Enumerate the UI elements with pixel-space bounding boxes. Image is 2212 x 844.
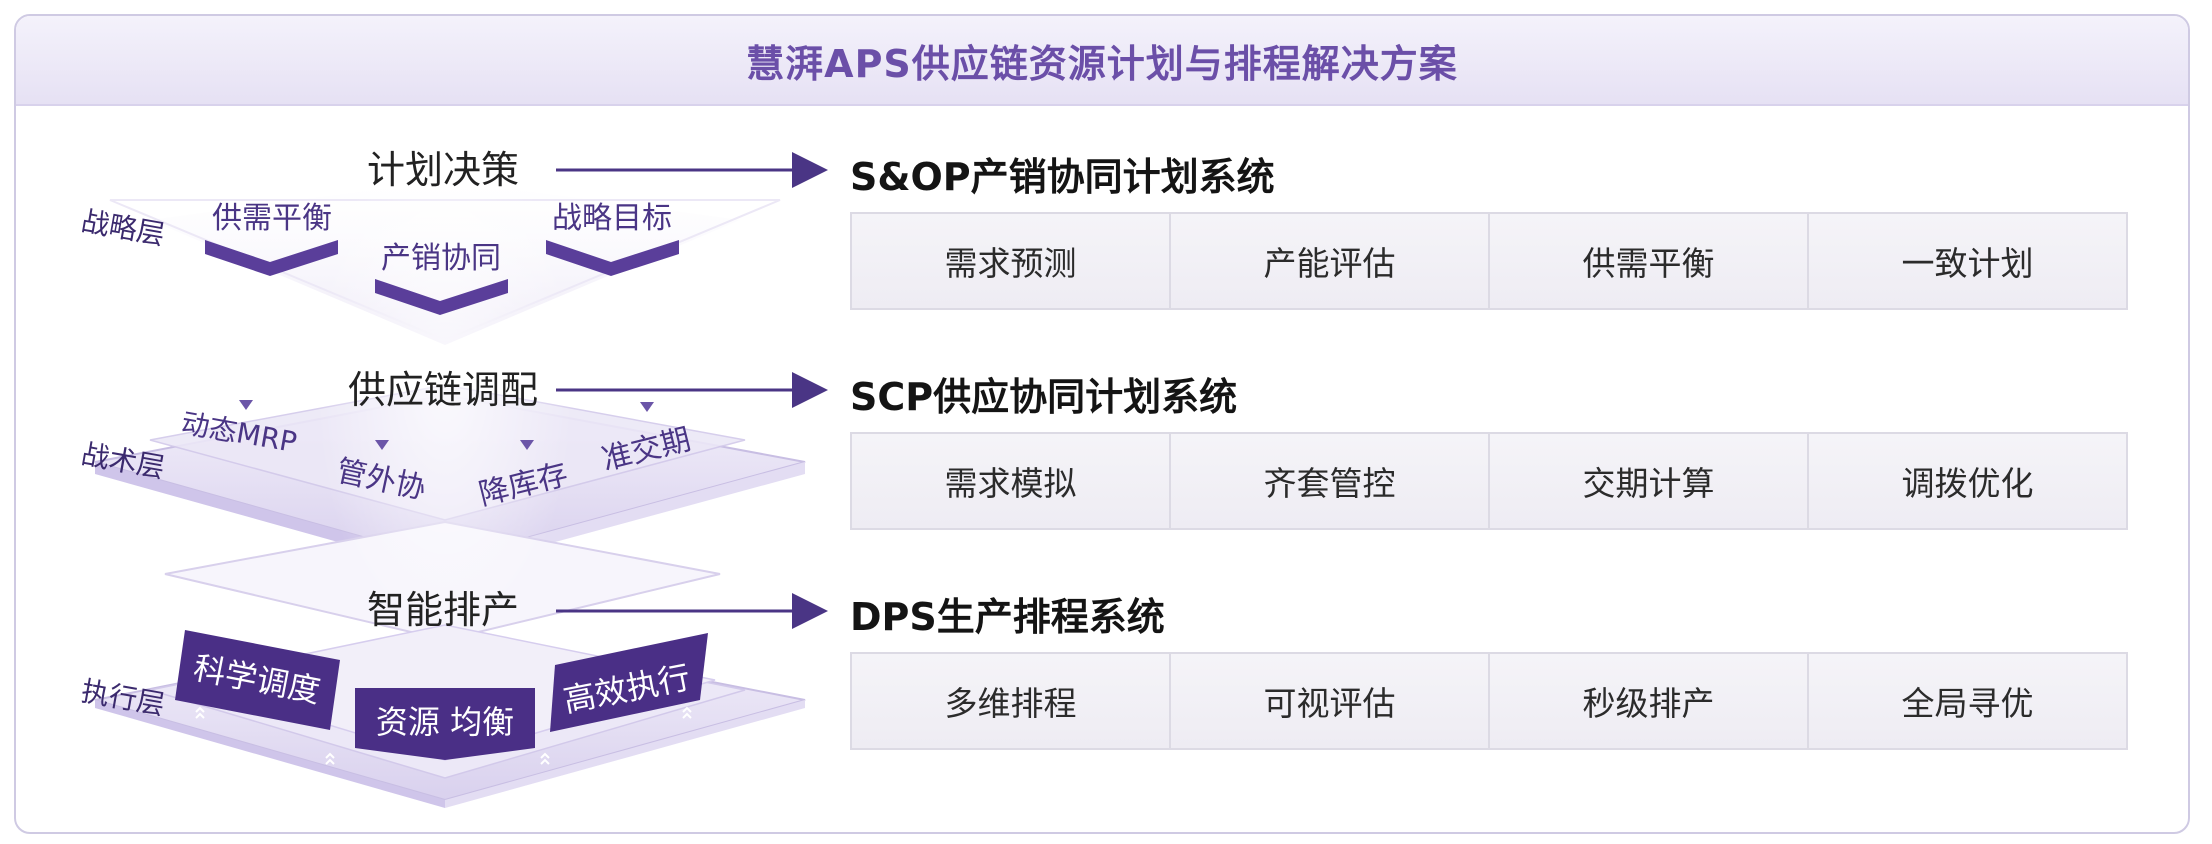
capability-cell: 需求预测 [852, 214, 1171, 308]
layer-label-strategic: 战略层 [79, 204, 167, 251]
capability-cell: 齐套管控 [1171, 434, 1490, 528]
connector-arrows [556, 152, 828, 629]
capability-cell: 可视评估 [1171, 654, 1490, 748]
capability-grid: 需求模拟 齐套管控 交期计算 调拨优化 [850, 432, 2128, 530]
strategic-item: 战略目标 [552, 201, 672, 236]
capability-cell: 调拨优化 [1809, 434, 2126, 528]
system-title: SCP供应协同计划系统 [850, 375, 1238, 419]
strategic-item: 供需平衡 [212, 201, 332, 236]
layer-label-tactical: 战术层 [79, 437, 167, 484]
capability-cell: 一致计划 [1809, 214, 2126, 308]
capability-cell: 交期计算 [1490, 434, 1809, 528]
strategic-chevrons [205, 240, 679, 315]
tactical-markers [239, 400, 654, 450]
capability-cell: 需求模拟 [852, 434, 1171, 528]
strategic-item: 产销协同 [381, 241, 501, 276]
system-title: S&OP产销协同计划系统 [850, 155, 1275, 199]
capability-grid: 需求预测 产能评估 供需平衡 一致计划 [850, 212, 2128, 310]
capability-grid: 多维排程 可视评估 秒级排产 全局寻优 [850, 652, 2128, 750]
execution-item: 资源 均衡 [376, 703, 514, 741]
capability-cell: 产能评估 [1171, 214, 1490, 308]
execution-arrows [195, 706, 692, 765]
focus-strategic: 计划决策 [367, 148, 519, 192]
header-bar: 慧湃APS供应链资源计划与排程解决方案 [16, 16, 2188, 106]
focus-execution: 智能排产 [367, 588, 519, 632]
focus-tactical: 供应链调配 [348, 368, 538, 412]
capability-cell: 秒级排产 [1490, 654, 1809, 748]
page-title: 慧湃APS供应链资源计划与排程解决方案 [746, 41, 1458, 86]
capability-cell: 全局寻优 [1809, 654, 2126, 748]
system-title: DPS生产排程系统 [850, 595, 1165, 639]
capability-cell: 供需平衡 [1490, 214, 1809, 308]
layer-label-execution: 执行层 [79, 674, 167, 721]
light-beam [315, 120, 575, 640]
execution-badges [175, 630, 708, 760]
capability-cell: 多维排程 [852, 654, 1171, 748]
